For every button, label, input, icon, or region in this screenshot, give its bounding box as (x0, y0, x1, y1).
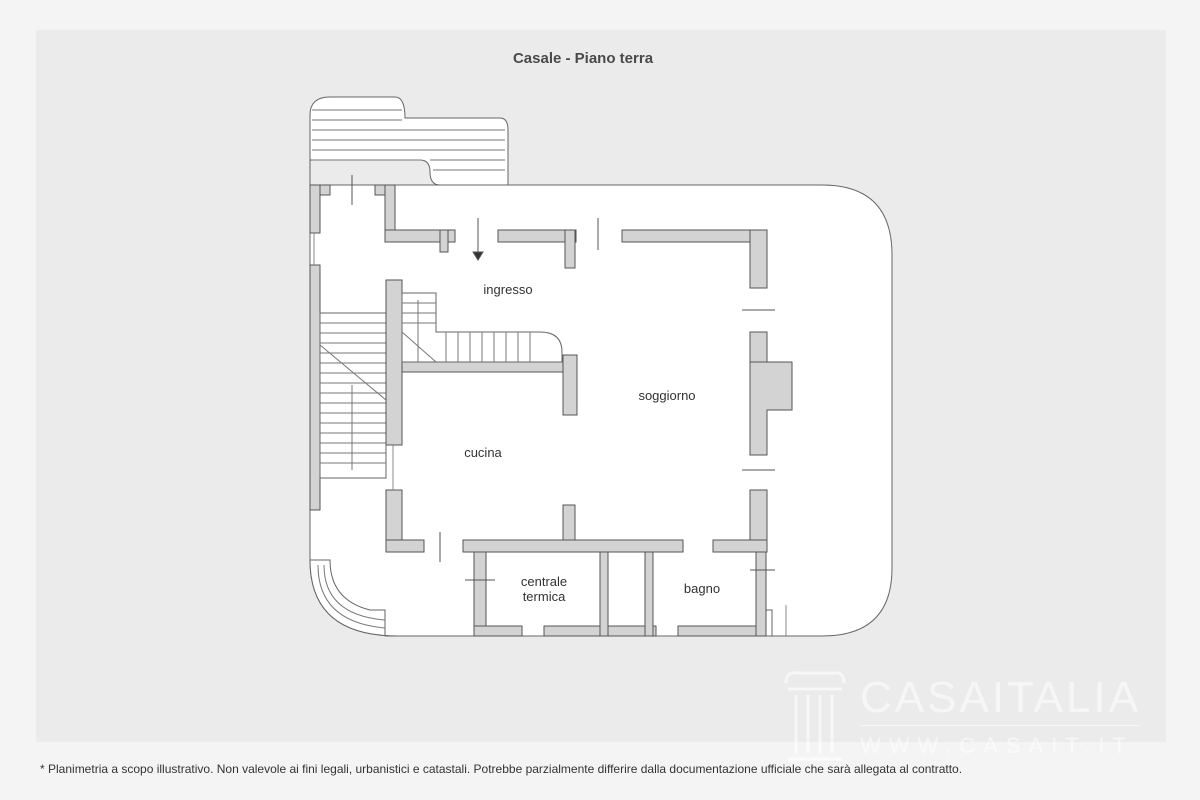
external-steps-lines (312, 109, 505, 171)
inner-stair-treads (401, 300, 531, 363)
watermark-name: CASAITALIA (860, 673, 1142, 722)
external-steps-bottom (309, 559, 399, 637)
watermark-url: WWW.CASAIT.IT (860, 733, 1134, 758)
room-label-centrale: centrale (521, 574, 567, 589)
external-steps-top (309, 96, 509, 186)
disclaimer-text: * Planimetria a scopo illustrativo. Non … (40, 762, 963, 776)
column-logo-icon (784, 671, 846, 761)
room-label-soggiorno: soggiorno (638, 388, 695, 403)
watermark: CASAITALIA WWW.CASAIT.IT (780, 665, 1150, 785)
room-label-termica: termica (523, 589, 566, 604)
watermark-divider (860, 725, 1140, 726)
openings (313, 175, 787, 636)
room-label-bagno: bagno (684, 581, 720, 596)
plan-title: Casale - Piano terra (512, 50, 654, 67)
inner-stair (401, 292, 563, 363)
left-wall-strip (309, 264, 321, 511)
walls (309, 184, 793, 637)
left-stair-treads (319, 322, 387, 470)
room-label-cucina: cucina (464, 445, 502, 460)
bottom-steps-lines (317, 564, 386, 629)
room-label-ingresso: ingresso (483, 282, 532, 297)
